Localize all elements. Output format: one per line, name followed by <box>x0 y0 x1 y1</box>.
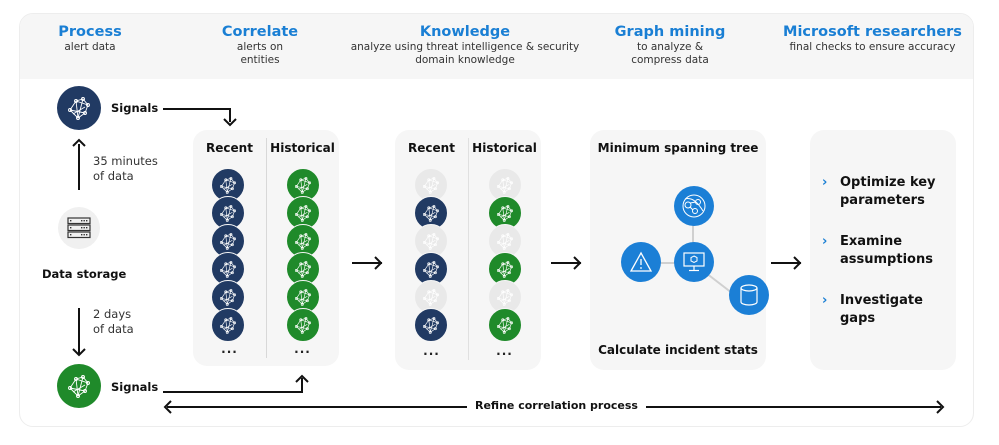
arrow-line <box>352 262 382 264</box>
signals-historical-icon <box>57 364 101 408</box>
arrow-left-head-icon <box>163 400 172 414</box>
arrow-right-head-icon <box>936 400 945 414</box>
chevron-right-icon: › <box>822 293 828 308</box>
arrow-line <box>163 391 303 393</box>
bullet-line2: gaps <box>840 311 876 326</box>
bullet-line1: Examine <box>840 234 903 249</box>
recent-alert-icon <box>211 168 245 202</box>
arrow-line <box>78 308 80 354</box>
signals-top-label: Signals <box>111 101 159 115</box>
historical-alert-icon <box>488 308 522 342</box>
stage-desc: analyze using threat intelligence & secu… <box>350 41 580 66</box>
stage-knowledge: Knowledge analyze using threat intellige… <box>345 24 585 67</box>
arrow-up-head-icon <box>295 374 309 383</box>
signals-bottom-label: Signals <box>111 380 159 394</box>
stage-correlate: Correlate alerts on entities <box>210 24 310 67</box>
up-flow-label: 35 minutes of data <box>93 154 158 184</box>
arrow-line <box>771 262 801 264</box>
correlate-panel: Recent Historical ... ... <box>193 130 339 366</box>
bullet-item: › Investigate gaps <box>822 292 923 328</box>
more-indicator: ... <box>423 344 440 358</box>
recent-alert-icon <box>211 280 245 314</box>
signals-recent-icon <box>57 86 101 130</box>
up-flow-label-line1: 35 minutes <box>93 154 158 168</box>
arrow-line <box>301 378 303 393</box>
chevron-right-icon: › <box>822 175 828 190</box>
stage-title: Knowledge <box>419 24 511 40</box>
mst-title: Minimum spanning tree <box>597 141 759 155</box>
arrow-line <box>78 144 80 190</box>
researchers-panel: › Optimize key parameters › Examine assump… <box>810 130 956 370</box>
col-historical-header: Historical <box>270 141 335 155</box>
refine-correlation-label: Refine correlation process <box>467 399 646 412</box>
recent-alert-icon <box>414 308 448 342</box>
bullet-line2: assumptions <box>840 252 933 267</box>
stage-title: Correlate <box>221 24 299 40</box>
bullet-item: › Examine assumptions <box>822 233 933 269</box>
col-historical-header: Historical <box>472 141 537 155</box>
down-flow-label-line2: of data <box>93 322 134 336</box>
data-storage-label: Data storage <box>42 267 127 281</box>
arrow-line <box>163 108 231 110</box>
historical-alert-icon <box>488 196 522 230</box>
knowledge-panel: Recent Historical ... ... <box>395 130 541 370</box>
up-flow-label-line2: of data <box>93 169 134 183</box>
bullet-item: › Optimize key parameters <box>822 174 936 210</box>
chevron-right-icon: › <box>822 234 828 249</box>
more-indicator: ... <box>221 342 238 356</box>
arrow-up-head-icon <box>72 138 86 147</box>
stage-desc: to analyze & compress data <box>631 41 709 66</box>
warning-icon <box>621 242 661 282</box>
header-band <box>20 14 973 79</box>
database-icon <box>729 275 769 315</box>
stage-title: Microsoft researchers <box>783 24 962 40</box>
bullet-line2: parameters <box>840 193 925 208</box>
col-recent-header: Recent <box>206 141 253 155</box>
bullet-line1: Investigate <box>840 293 923 308</box>
graph-mining-panel: Minimum spanning tree Calculate incident… <box>590 130 769 370</box>
down-flow-label: 2 days of data <box>93 307 134 337</box>
data-storage-icon <box>58 207 100 249</box>
arrow-right-head-icon <box>793 256 802 270</box>
recent-alert-icon <box>211 308 245 342</box>
column-divider <box>266 138 267 358</box>
historical-alert-icon <box>286 308 320 342</box>
col-recent-header: Recent <box>408 141 455 155</box>
stage-desc: alert data <box>64 41 116 53</box>
globe-network-icon <box>674 186 714 226</box>
stage-researchers: Microsoft researchers final checks to en… <box>780 24 965 54</box>
more-indicator: ... <box>294 342 311 356</box>
more-indicator: ... <box>496 344 513 358</box>
arrow-down-head-icon <box>72 348 86 357</box>
stage-title: Graph mining <box>614 24 726 40</box>
monitor-icon <box>674 242 714 282</box>
bullet-line1: Optimize key <box>840 175 936 190</box>
arrow-right-head-icon <box>573 256 582 270</box>
stage-graph-mining: Graph mining to analyze & compress data <box>610 24 730 67</box>
arrow-line <box>229 108 231 122</box>
stage-process: Process alert data <box>40 24 140 54</box>
column-divider <box>468 138 469 360</box>
arrow-line <box>551 262 581 264</box>
stage-desc: alerts on entities <box>236 41 284 66</box>
arrow-down-head-icon <box>223 118 237 127</box>
down-flow-label-line1: 2 days <box>93 307 132 321</box>
arrow-right-head-icon <box>374 256 383 270</box>
stage-desc: final checks to ensure accuracy <box>789 41 956 53</box>
stage-title: Process <box>58 24 122 40</box>
filtered-alert-icon <box>414 280 448 314</box>
diagram-frame: Process alert data Correlate alerts on e… <box>19 13 974 427</box>
mst-footer: Calculate incident stats <box>598 343 758 357</box>
